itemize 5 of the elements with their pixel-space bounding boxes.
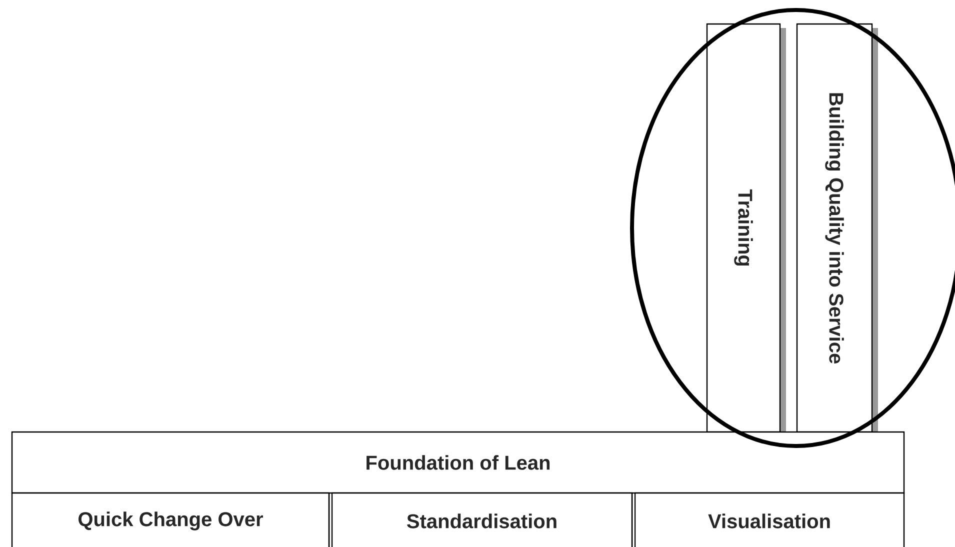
base-box: Quick Change Over: [11, 492, 330, 547]
pillar-box: Building Quality into Service: [796, 23, 878, 433]
base-box: Visualisation: [631, 492, 905, 547]
pillar-box: Training: [706, 23, 786, 433]
base-box: Standardisation: [328, 492, 633, 547]
